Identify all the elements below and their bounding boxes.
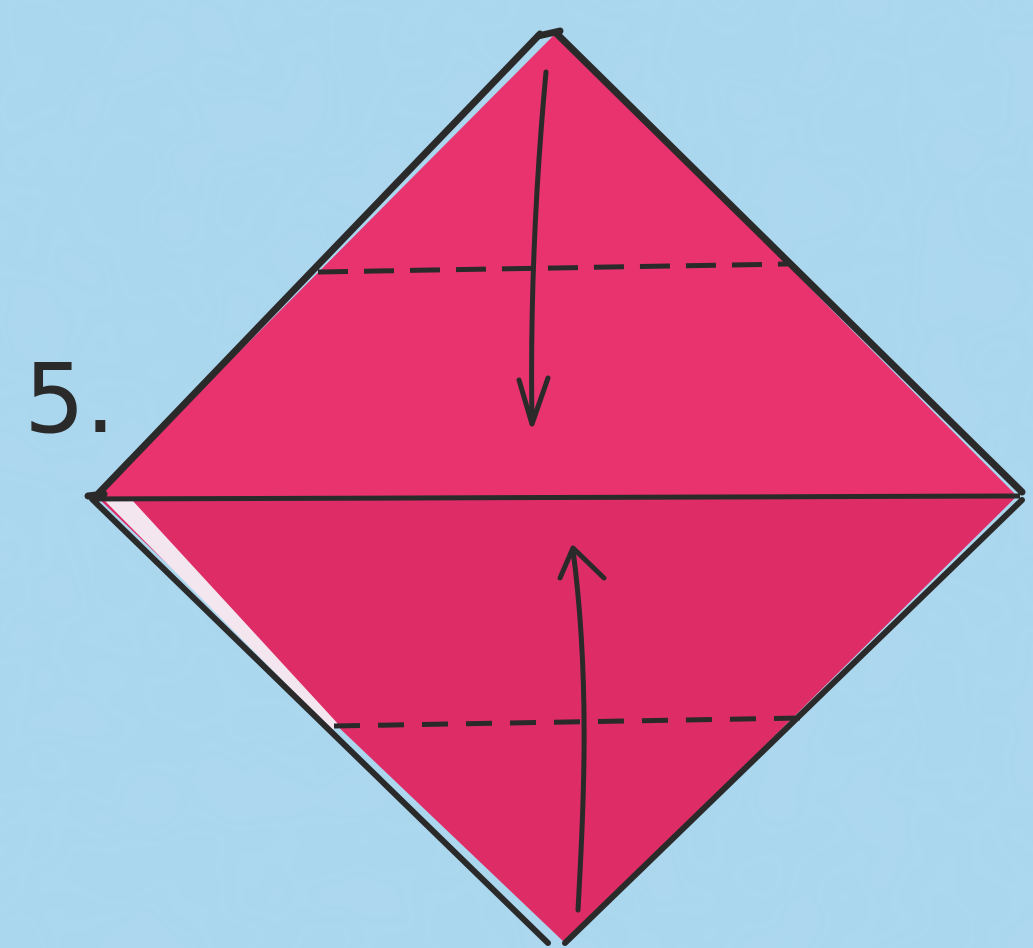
- outline-left-corner: [88, 494, 104, 496]
- center-crease-line: [96, 496, 1020, 499]
- outline-top-corner: [538, 31, 560, 36]
- step-number: 5.: [24, 343, 116, 455]
